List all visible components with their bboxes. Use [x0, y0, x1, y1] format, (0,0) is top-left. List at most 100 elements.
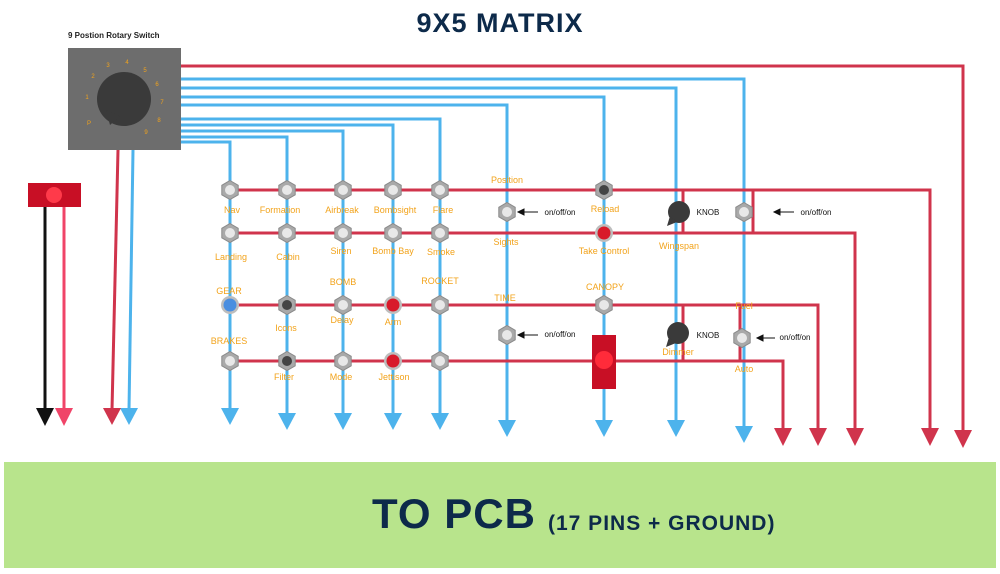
toggle-switch-node[interactable] [498, 324, 516, 346]
arrow-icon [36, 408, 54, 426]
column-wires [127, 77, 746, 427]
toggle-switch-node[interactable] [334, 350, 352, 372]
rotary-switch-label: 9 Postion Rotary Switch [68, 31, 160, 40]
diagram-label: CANOPY [586, 282, 624, 292]
toggle-switch-node[interactable] [334, 294, 352, 316]
arrow-icon [120, 408, 138, 425]
diagram-label: Fuel [735, 301, 753, 311]
diagram-label: on/off/on [801, 208, 832, 217]
toggle-switch-node[interactable] [595, 294, 613, 316]
rotary-position-label: 3 [106, 63, 110, 69]
arrow-icon [55, 408, 73, 426]
rotary-position-label: 1 [85, 95, 89, 101]
toggle-switch-node[interactable] [733, 327, 751, 349]
toggle-switch-node[interactable] [221, 222, 239, 244]
take-control-led-node[interactable] [595, 224, 613, 242]
toggle-switch-node[interactable] [431, 350, 449, 372]
arrow-icon [384, 413, 402, 430]
toggle-switch-node[interactable] [334, 179, 352, 201]
column-wire [180, 117, 442, 415]
rotary-wire-red [110, 149, 120, 411]
toggle-switch-node[interactable] [431, 294, 449, 316]
rotary-position-label: 2 [91, 74, 95, 80]
diagram-label: on/off/on [545, 330, 576, 339]
row-wire [230, 359, 785, 430]
toggle-switch-node[interactable] [384, 222, 402, 244]
column-wire [180, 77, 746, 427]
arm-led-node[interactable] [384, 296, 402, 314]
toggle-switch-node[interactable] [431, 179, 449, 201]
diagram-label: GEAR [216, 286, 242, 296]
column-wire [180, 86, 678, 420]
diagram-label: Auto [735, 364, 754, 374]
arrow-icon [221, 408, 239, 425]
arrow-icon [774, 428, 792, 446]
arrow-icon [103, 408, 121, 425]
row-wires [110, 64, 965, 432]
diagram-label: Take Control [579, 246, 630, 256]
switch-nodes[interactable] [221, 179, 753, 372]
arrow-icon [921, 428, 939, 446]
toggle-switch-node[interactable] [595, 179, 613, 201]
arrow-icon [735, 426, 753, 443]
toggle-switch-node[interactable] [384, 179, 402, 201]
toggle-switch-node[interactable] [278, 350, 296, 372]
toggle-switch-node[interactable] [735, 201, 753, 223]
toggle-switch-node[interactable] [221, 179, 239, 201]
diagram-label: BRAKES [211, 336, 248, 346]
diagram-label: Filter [274, 372, 294, 382]
pcb-subtitle: (17 PINS + GROUND) [548, 512, 776, 535]
diagram-label: Icons [275, 323, 297, 333]
rotary-position-label: 7 [160, 100, 164, 106]
diagram-label: Flare [433, 205, 454, 215]
toggle-switch-node[interactable] [278, 179, 296, 201]
gear-led-node[interactable] [221, 296, 239, 314]
canopy-switch[interactable] [592, 335, 616, 389]
diagram-label: Siren [330, 246, 351, 256]
pcb-title: TO PCB [372, 490, 536, 537]
toggle-switch-node[interactable] [221, 350, 239, 372]
column-wire [180, 123, 395, 415]
toggle-switch-node[interactable] [498, 201, 516, 223]
diagram-label: Dimmer [662, 347, 694, 357]
rotary-position-label: 5 [143, 68, 147, 74]
arrow-icon [498, 420, 516, 437]
diagram-label: KNOB [697, 331, 720, 340]
toggle-switch-node[interactable] [431, 222, 449, 244]
rotary-position-label: P [87, 121, 91, 127]
diagram-label: Bomb Bay [372, 246, 414, 256]
diagram-label: ROCKET [421, 276, 459, 286]
rotary-position-label: 4 [125, 60, 129, 66]
toggle-switch-node[interactable] [278, 222, 296, 244]
diagram-label: Position [491, 175, 523, 185]
jettison-led-node[interactable] [384, 352, 402, 370]
diagram-label: Reload [591, 204, 620, 214]
row-wire [230, 303, 820, 430]
diagram-label: Nav [224, 205, 241, 215]
row-wire [230, 231, 857, 430]
rotary-position-label: 9 [144, 130, 148, 136]
diagram-label: Mode [330, 372, 353, 382]
knob-node[interactable] [666, 322, 689, 347]
row-arrows [103, 408, 972, 448]
diagram-label: Sights [493, 237, 519, 247]
diagram-label: Formation [260, 205, 301, 215]
toggle-switch-node[interactable] [278, 294, 296, 316]
diagram-label: Delay [330, 315, 354, 325]
diagram-label: Airbreak [325, 205, 359, 215]
knob-node[interactable] [667, 201, 690, 226]
arrow-icon [595, 420, 613, 437]
connector-led [46, 187, 62, 203]
arrow-icon [954, 430, 972, 448]
diagram-label: Cabin [276, 252, 300, 262]
diagram-label: BOMB [330, 277, 357, 287]
diagram-label: TIME [494, 293, 516, 303]
arrow-icon [334, 413, 352, 430]
arrow-icon [431, 413, 449, 430]
toggle-switch-node[interactable] [334, 222, 352, 244]
pcb-block [4, 462, 996, 568]
